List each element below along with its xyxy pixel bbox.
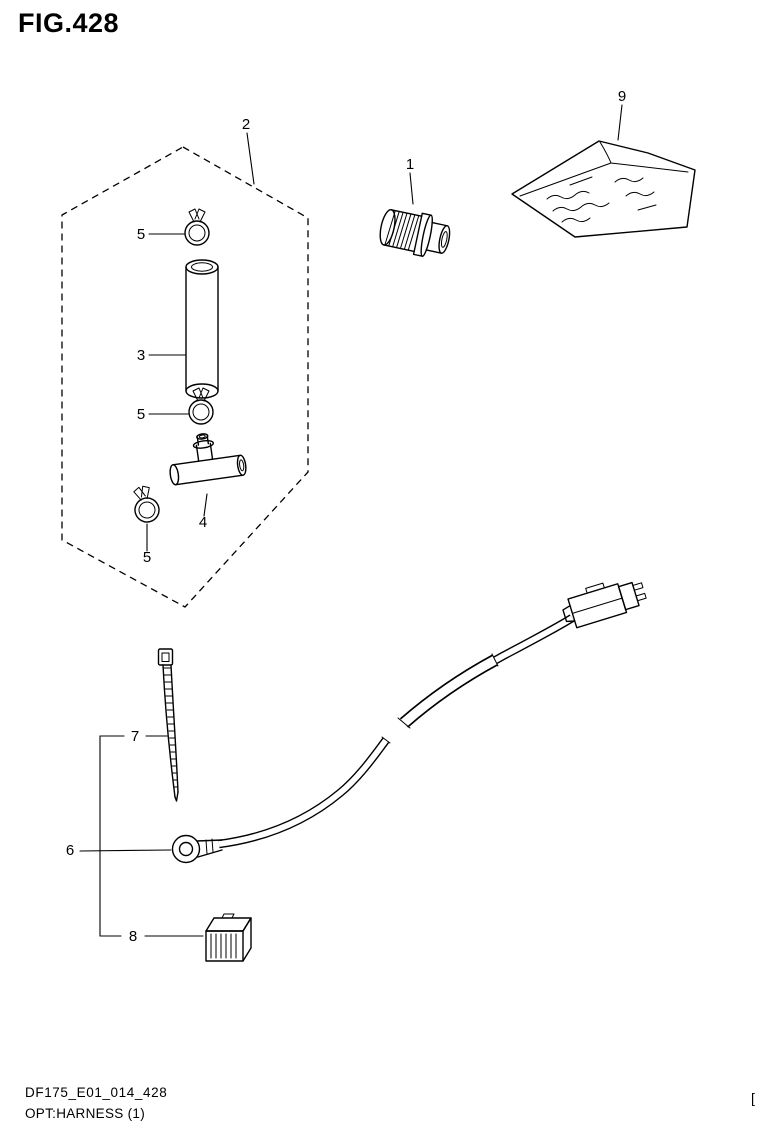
callout-1: 1 [406,156,414,173]
figure-number: FIG.428 [18,8,120,38]
callout-3: 3 [137,347,145,364]
corner-bracket: [ [751,1090,755,1106]
callout-9: 9 [618,88,626,105]
callout-5-upper: 5 [137,226,145,243]
part-9-bag-drawing [511,140,696,238]
part-6-harness-drawing [171,581,647,864]
leader-9 [617,104,623,141]
part-5-clamp-middle [188,387,214,425]
leader-2 [246,132,255,185]
figure-caption: OPT:HARNESS (1) [25,1106,146,1121]
callout-4: 4 [199,514,207,531]
callout-5-middle: 5 [137,406,145,423]
part-5-clamp-upper [184,208,210,246]
leader-4 [203,493,208,517]
part-4-joint-drawing [169,433,247,486]
callout-6: 6 [66,842,74,859]
callout-8: 8 [129,928,137,945]
part-7-cable-tie-drawing [157,648,179,802]
callout-2: 2 [242,116,250,133]
figure-code: DF175_E01_014_428 [25,1085,168,1100]
callout-7: 7 [131,728,139,745]
part-3-tube-drawing [185,259,219,399]
part-2-group-boundary [61,146,309,608]
leader-6 [79,849,172,852]
part-5-clamp-lower [128,483,163,526]
leader-1 [409,172,414,205]
harness-wire [218,614,575,849]
harness-connector [562,581,647,629]
callout-5-lower: 5 [143,549,151,566]
part-1-plug-drawing [379,209,451,257]
callout-labels: 2 9 1 5 3 5 4 5 7 6 8 [66,88,626,945]
ring-terminal [171,834,223,864]
part-8-fuse-drawing [205,913,252,962]
callout-leader-lines [79,104,623,937]
